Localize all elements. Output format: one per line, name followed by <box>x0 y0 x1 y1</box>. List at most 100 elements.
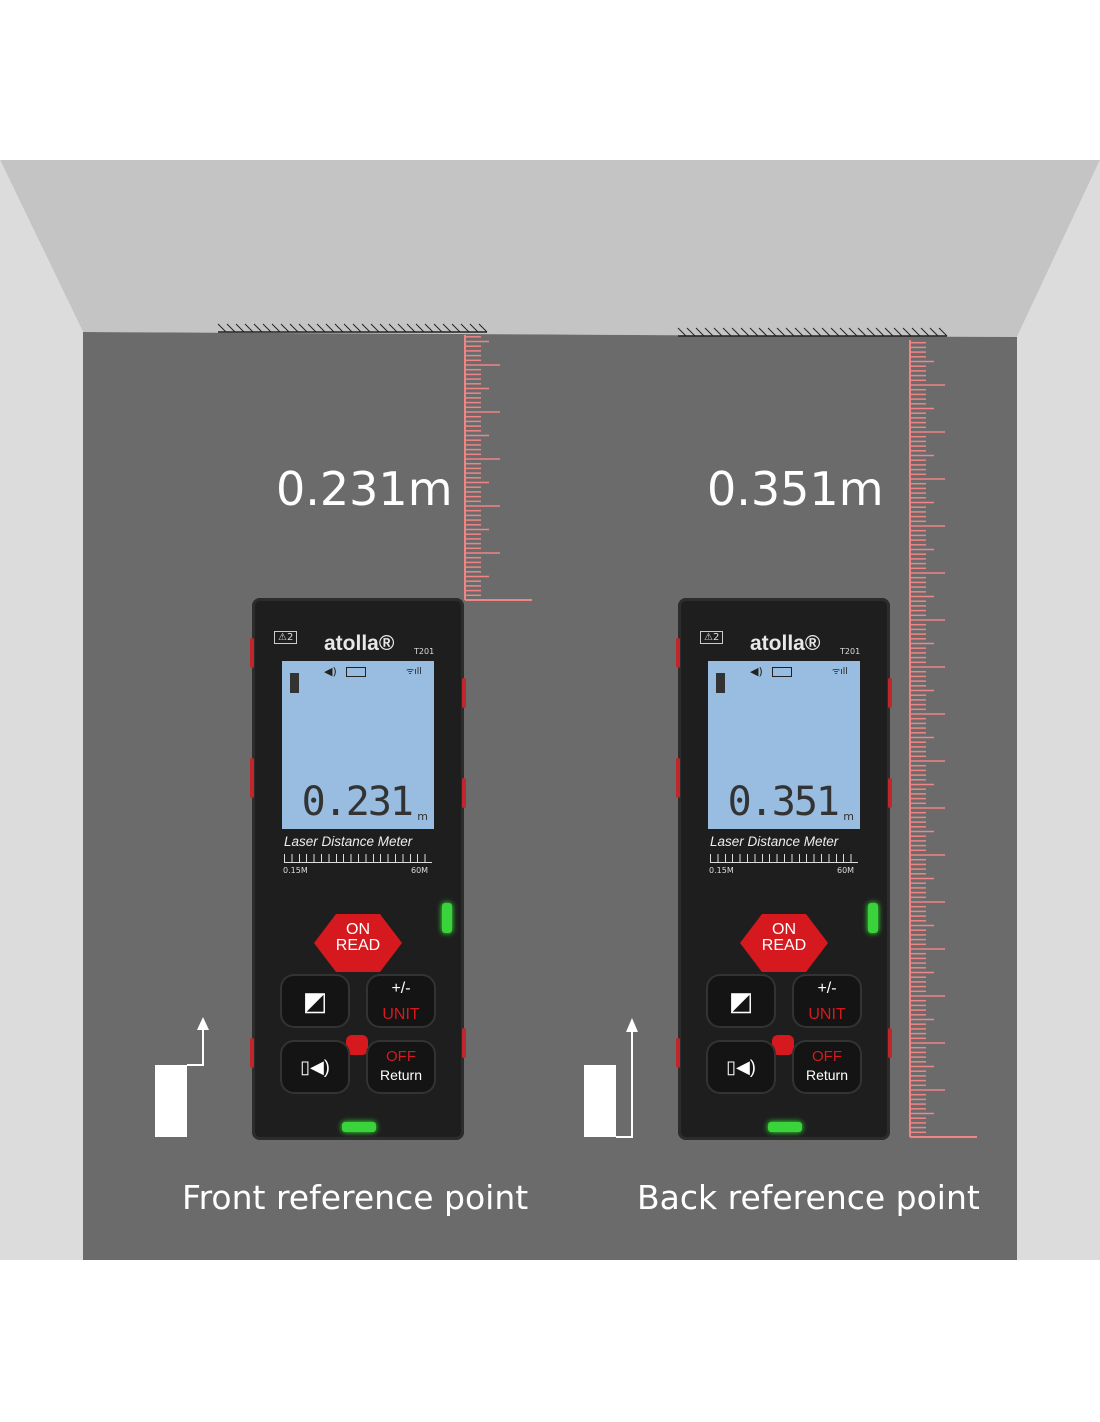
tick <box>875 327 885 337</box>
side-bubble-level <box>442 903 452 933</box>
save-button[interactable] <box>346 1035 368 1055</box>
model-number: T201 <box>840 647 861 656</box>
plusminus-label: +/- <box>391 980 411 997</box>
arrow-up-icon <box>197 1017 209 1030</box>
tick <box>695 327 705 337</box>
tick <box>388 323 398 333</box>
return-label: Return <box>379 1067 423 1083</box>
tick <box>803 327 813 337</box>
measure-mode-button[interactable]: ◩ <box>282 976 348 1026</box>
tick <box>677 327 687 337</box>
tick <box>767 327 777 337</box>
tick <box>686 327 696 337</box>
speaker-icon: ◀) <box>750 665 763 678</box>
scale-min: 0.15M <box>283 866 308 875</box>
tick <box>406 323 416 333</box>
off-return-button[interactable]: OFF Return <box>368 1042 434 1092</box>
battery-icon <box>346 667 366 677</box>
tick <box>776 327 786 337</box>
tick <box>866 327 876 337</box>
area-volume-icon: ◩ <box>302 986 328 1016</box>
back-reference-indicator <box>584 1018 638 1138</box>
reference-sound-button[interactable]: ▯◀) <box>708 1042 774 1092</box>
back-reading: 0.351m <box>707 462 884 516</box>
laser-class-label: ⚠2 <box>274 631 298 644</box>
lcd-display: ◀) ᯤıll 0.351 m <box>708 661 860 829</box>
signal-icon: ᯤıll <box>406 667 422 677</box>
tick <box>424 323 434 333</box>
on-label: ON <box>772 921 796 938</box>
read-label: READ <box>335 937 381 954</box>
on-label: ON <box>346 921 370 938</box>
area-volume-icon: ◩ <box>728 986 754 1016</box>
bottom-bubble-level <box>342 1122 376 1132</box>
right-wall <box>1017 160 1100 1260</box>
bottom-bubble-level <box>768 1122 802 1132</box>
tick <box>460 323 470 333</box>
plusminus-label: +/- <box>817 980 837 997</box>
laser-rulers <box>464 335 977 1138</box>
tick <box>713 327 723 337</box>
tick <box>794 327 804 337</box>
tick <box>911 327 921 337</box>
tick <box>848 327 858 337</box>
tick <box>938 327 948 337</box>
read-label: READ <box>761 937 807 954</box>
display-unit: m <box>417 810 428 823</box>
laser-distance-meter: ⚠2 atolla® T201 ◀) ᯤıll 0.351 m Laser Di… <box>676 598 892 1140</box>
tick <box>217 323 227 333</box>
reference-point-icon <box>290 673 299 693</box>
tick <box>893 327 903 337</box>
lcd-display: ◀) ᯤıll 0.231 m <box>282 661 434 829</box>
brand-logo: atolla® <box>324 632 395 655</box>
save-button[interactable] <box>772 1035 794 1055</box>
reference-speaker-icon: ▯◀) <box>300 1057 330 1077</box>
display-unit: m <box>843 810 854 823</box>
tick <box>469 323 479 333</box>
tick <box>244 323 254 333</box>
tick <box>253 323 263 333</box>
laser-class-label: ⚠2 <box>700 631 724 644</box>
range-scale <box>710 854 858 863</box>
tick <box>451 323 461 333</box>
tick <box>902 327 912 337</box>
tick <box>379 323 389 333</box>
tick <box>226 323 236 333</box>
tick <box>839 327 849 337</box>
tick <box>749 327 759 337</box>
scale-max: 60M <box>837 866 855 875</box>
off-label: OFF <box>386 1048 416 1065</box>
range-scale <box>284 854 432 863</box>
tick <box>298 323 308 333</box>
tick <box>433 323 443 333</box>
tick <box>316 323 326 333</box>
tick <box>740 327 750 337</box>
reference-speaker-icon: ▯◀) <box>726 1057 756 1077</box>
arrow-up-icon <box>626 1018 638 1032</box>
tick <box>262 323 272 333</box>
tick <box>830 327 840 337</box>
reference-sound-button[interactable]: ▯◀) <box>282 1042 348 1092</box>
measure-mode-button[interactable]: ◩ <box>708 976 774 1026</box>
brand-logo: atolla® <box>750 632 821 655</box>
tick <box>478 323 488 333</box>
tick <box>370 323 380 333</box>
tick <box>271 323 281 333</box>
device-title: Laser Distance Meter <box>284 834 413 849</box>
tick <box>442 323 452 333</box>
tick <box>334 323 344 333</box>
tick <box>857 327 867 337</box>
tick <box>397 323 407 333</box>
return-label: Return <box>805 1067 849 1083</box>
tick <box>343 323 353 333</box>
tick <box>352 323 362 333</box>
side-bubble-level <box>868 903 878 933</box>
unit-button[interactable]: +/-UNIT <box>794 976 860 1026</box>
tick <box>289 323 299 333</box>
tick <box>722 327 732 337</box>
display-value: 0.351 <box>727 779 840 825</box>
unit-button[interactable]: +/-UNIT <box>368 976 434 1026</box>
